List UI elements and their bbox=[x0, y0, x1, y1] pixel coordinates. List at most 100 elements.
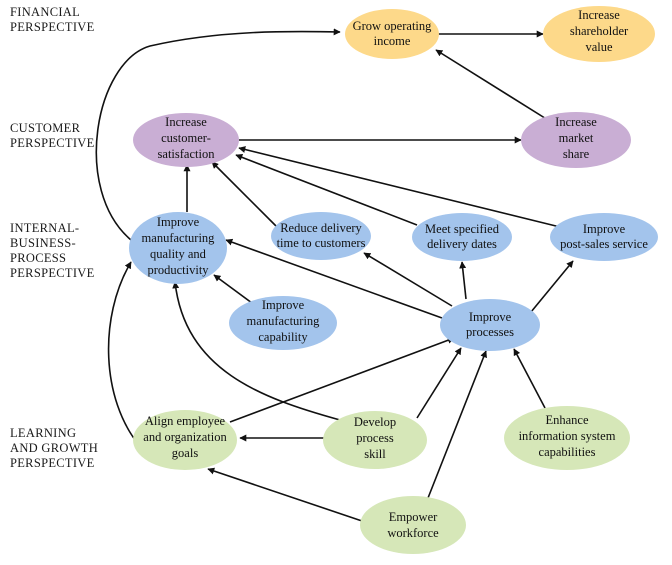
edge-post-sales-to-customer-satisfaction bbox=[238, 146, 561, 228]
nodes: Grow operating income Increase sharehold… bbox=[129, 6, 658, 554]
edge-improve-processes-to-post-sales bbox=[530, 260, 574, 313]
node-improve-post-sales-service: Improve post-sales service bbox=[550, 213, 658, 261]
perspective-financial-line: FINANCIAL bbox=[10, 5, 80, 19]
node-ellipse bbox=[550, 213, 658, 261]
node-increase-customer-satisfaction: Increase customer- satisfaction bbox=[133, 113, 239, 167]
edge-mfg-capability-to-mfg-quality bbox=[213, 274, 257, 307]
node-improve-processes: Improve processes bbox=[440, 299, 540, 351]
edge-improve-processes-to-reduce-delivery bbox=[363, 252, 453, 307]
node-label-line: Empower bbox=[389, 510, 438, 524]
node-label-line: workforce bbox=[387, 526, 439, 540]
edge-improve-processes-to-mfg-quality bbox=[225, 238, 443, 319]
edge-reduce-delivery-to-customer-satisfaction bbox=[211, 161, 277, 227]
node-label-line: manufacturing bbox=[142, 231, 216, 245]
node-ellipse bbox=[133, 113, 239, 167]
node-ellipse bbox=[229, 296, 337, 350]
node-label-line: Reduce delivery bbox=[280, 221, 362, 235]
node-ellipse bbox=[133, 410, 237, 470]
node-label-line: value bbox=[585, 40, 613, 54]
edge-meet-delivery-to-customer-satisfaction bbox=[235, 154, 418, 226]
perspective-learning-label: LEARNING AND GROWTH PERSPECTIVE bbox=[10, 426, 98, 470]
node-meet-specified-delivery-dates: Meet specified delivery dates bbox=[412, 213, 512, 261]
node-label-line: productivity bbox=[147, 263, 209, 277]
perspective-financial-line: PERSPECTIVE bbox=[10, 20, 95, 34]
node-label-line: quality and bbox=[150, 247, 207, 261]
edge-align-goals-to-mfg-quality bbox=[107, 261, 140, 446]
node-ellipse bbox=[345, 9, 439, 59]
node-label-line: delivery dates bbox=[427, 237, 497, 251]
perspective-internal-line: PERSPECTIVE bbox=[10, 266, 95, 280]
edge-info-system-to-improve-processes bbox=[513, 348, 546, 409]
node-label-line: and organization bbox=[143, 430, 227, 444]
node-ellipse bbox=[360, 496, 466, 554]
node-label-line: Improve bbox=[469, 310, 512, 324]
perspective-internal-line: PROCESS bbox=[10, 251, 66, 265]
node-label-line: share bbox=[563, 147, 590, 161]
edge-empower-to-improve-processes bbox=[427, 350, 487, 499]
node-label-line: capabilities bbox=[539, 445, 596, 459]
node-increase-market-share: Increase market share bbox=[521, 112, 631, 168]
perspective-customer-line: CUSTOMER bbox=[10, 121, 81, 135]
edges bbox=[95, 28, 574, 522]
node-label-line: post-sales service bbox=[560, 237, 648, 251]
edge-mfg-quality-to-grow-income bbox=[95, 28, 341, 241]
node-label-line: goals bbox=[172, 446, 199, 460]
node-label-line: Increase bbox=[555, 115, 597, 129]
perspective-internal-label: INTERNAL- BUSINESS- PROCESS PERSPECTIVE bbox=[10, 221, 95, 280]
node-label-line: market bbox=[559, 131, 594, 145]
node-ellipse bbox=[543, 6, 655, 62]
node-label-line: processes bbox=[466, 325, 514, 339]
node-reduce-delivery-time: Reduce delivery time to customers bbox=[271, 212, 371, 260]
node-ellipse bbox=[521, 112, 631, 168]
node-label-line: Increase bbox=[165, 115, 207, 129]
node-ellipse bbox=[440, 299, 540, 351]
node-label-line: time to customers bbox=[277, 236, 366, 250]
node-improve-manufacturing-capability: Improve manufacturing capability bbox=[229, 296, 337, 350]
node-label-line: shareholder bbox=[570, 24, 629, 38]
perspective-learning-line: LEARNING bbox=[10, 426, 76, 440]
edge-process-skill-to-improve-processes bbox=[416, 347, 462, 419]
node-ellipse bbox=[271, 212, 371, 260]
node-empower-workforce: Empower workforce bbox=[360, 496, 466, 554]
node-ellipse bbox=[323, 411, 427, 469]
node-label-line: Increase bbox=[578, 8, 620, 22]
node-ellipse bbox=[129, 212, 227, 284]
node-label-line: income bbox=[374, 34, 411, 48]
node-label-line: Develop bbox=[354, 415, 396, 429]
edge-process-skill-to-mfg-quality bbox=[172, 281, 341, 421]
perspective-learning-line: PERSPECTIVE bbox=[10, 456, 95, 470]
perspective-learning-line: AND GROWTH bbox=[10, 441, 98, 455]
node-grow-operating-income: Grow operating income bbox=[345, 9, 439, 59]
edge-market-share-to-grow-income bbox=[435, 49, 549, 121]
edge-empower-to-align-goals bbox=[207, 467, 363, 522]
perspective-customer-label: CUSTOMER PERSPECTIVE bbox=[10, 121, 95, 150]
node-label-line: capability bbox=[258, 330, 308, 344]
node-label-line: information system bbox=[519, 429, 616, 443]
node-label-line: Improve bbox=[262, 298, 305, 312]
node-improve-manufacturing-quality: Improve manufacturing quality and produc… bbox=[129, 212, 227, 284]
node-label-line: satisfaction bbox=[158, 147, 216, 161]
node-label-line: Meet specified bbox=[425, 222, 500, 236]
node-label-line: process bbox=[356, 431, 394, 445]
node-ellipse bbox=[412, 213, 512, 261]
edge-improve-processes-to-meet-delivery bbox=[459, 261, 467, 300]
perspective-customer-line: PERSPECTIVE bbox=[10, 136, 95, 150]
node-align-employee-goals: Align employee and organization goals bbox=[133, 410, 237, 470]
edge-align-goals-to-improve-processes bbox=[229, 336, 455, 423]
node-ellipse bbox=[504, 406, 630, 470]
node-enhance-information-system: Enhance information system capabilities bbox=[504, 406, 630, 470]
node-label-line: Improve bbox=[157, 215, 200, 229]
node-label-line: Grow operating bbox=[353, 19, 433, 33]
perspective-financial-label: FINANCIAL PERSPECTIVE bbox=[10, 5, 95, 34]
perspective-internal-line: INTERNAL- bbox=[10, 221, 79, 235]
node-label-line: Enhance bbox=[545, 413, 588, 427]
node-label-line: skill bbox=[364, 447, 386, 461]
node-label-line: Align employee bbox=[145, 414, 226, 428]
perspective-internal-line: BUSINESS- bbox=[10, 236, 76, 250]
node-develop-process-skill: Develop process skill bbox=[323, 411, 427, 469]
node-label-line: customer- bbox=[161, 131, 211, 145]
node-label-line: manufacturing bbox=[247, 314, 321, 328]
node-increase-shareholder-value: Increase shareholder value bbox=[543, 6, 655, 62]
node-label-line: Improve bbox=[583, 222, 626, 236]
